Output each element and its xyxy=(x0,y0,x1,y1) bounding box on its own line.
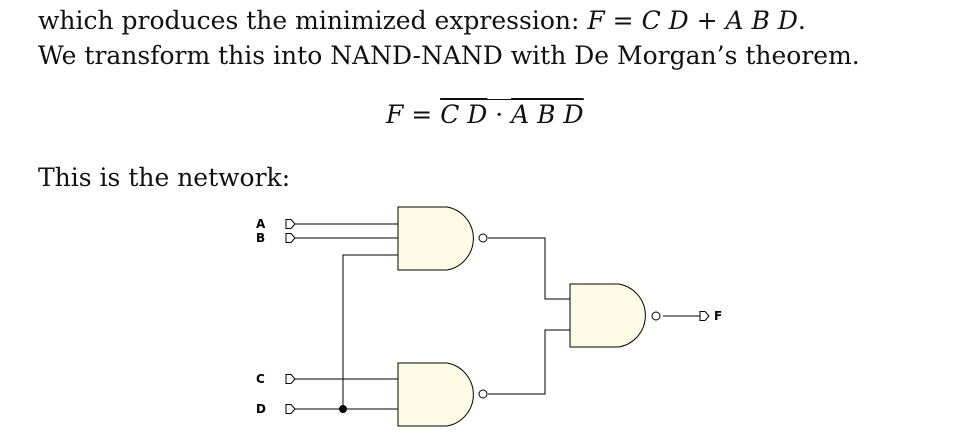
pin-d-connector xyxy=(285,404,296,414)
gate-3-body xyxy=(569,283,646,348)
pin-label-f: F xyxy=(714,309,722,323)
network-intro: This is the network: xyxy=(38,163,291,192)
pin-b-connector xyxy=(285,233,296,243)
line1-period: . xyxy=(797,6,806,35)
pin-f-connector xyxy=(699,311,710,321)
nand-gate-1 xyxy=(397,206,488,271)
equation-term-abd: A B D xyxy=(511,100,584,129)
pin-label-a: A xyxy=(256,217,266,231)
line1-equals: = xyxy=(604,6,642,35)
pin-a-connector xyxy=(285,219,296,229)
equation-lhs: F xyxy=(386,100,404,129)
wire-d-to-gate1 xyxy=(342,254,398,409)
wire-gate1-out xyxy=(488,237,570,300)
equation-equals: = xyxy=(403,100,441,129)
pin-label-c: C xyxy=(256,372,265,386)
gate-1-body xyxy=(397,206,474,271)
transform-line: We transform this into NAND-NAND with De… xyxy=(38,41,860,70)
line1-prefix: which produces the minimized expression: xyxy=(38,6,588,35)
line1-f: F xyxy=(587,6,605,35)
pin-label-d: D xyxy=(256,402,266,416)
gate-1-bubble xyxy=(478,233,488,243)
equation-term-cd: C D xyxy=(440,100,488,129)
gate-2-bubble xyxy=(478,389,488,399)
equation-dot: · xyxy=(487,100,512,129)
nand-gate-2 xyxy=(397,362,488,427)
gate-2-body xyxy=(397,362,474,427)
nand-equation: F = C D · A B D xyxy=(386,99,584,130)
line1-term-abd: A B D xyxy=(725,6,798,35)
expression-line: which produces the minimized expression:… xyxy=(38,6,806,36)
wire-gate2-out xyxy=(488,329,570,395)
gate-3-bubble xyxy=(651,311,661,321)
line1-plus: + xyxy=(688,6,726,35)
pin-label-b: B xyxy=(256,231,265,245)
nand-gate-3 xyxy=(569,283,661,348)
equation-outer-bar: C D · A B D xyxy=(440,99,584,129)
pin-c-connector xyxy=(285,374,296,384)
line1-term-cd: C D xyxy=(641,6,689,35)
junction-dot xyxy=(339,405,347,413)
